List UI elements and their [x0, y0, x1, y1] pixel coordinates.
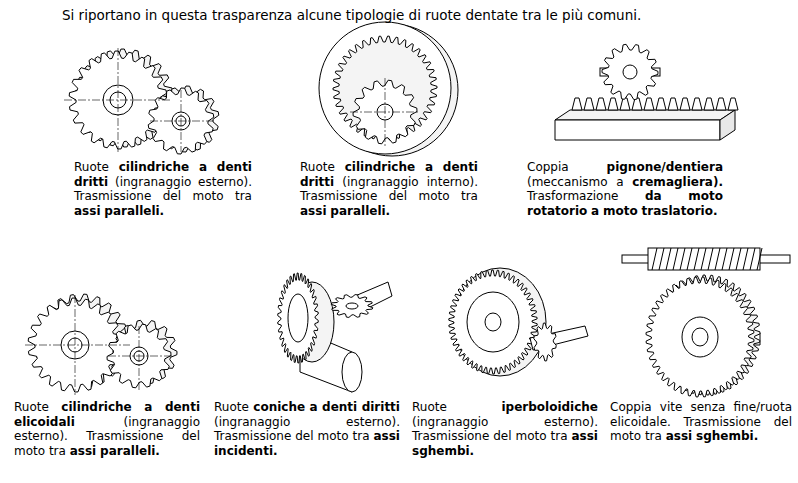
gear-edge [729, 248, 734, 270]
gear-caption: Ruote coniche a denti diritti (ingranagg… [214, 400, 400, 458]
gear-caption: Coppia pignone/dentiera (meccanismo a cr… [527, 160, 723, 218]
gear-edge [757, 248, 762, 270]
gear-body [644, 98, 654, 110]
gear-body [596, 98, 606, 110]
gear-wheel [602, 44, 658, 99]
gear-hub [485, 313, 501, 331]
gear-body [584, 98, 594, 110]
gear-caption: Ruote cilindriche a denti elicoidali (in… [14, 400, 200, 458]
gear-wheel [646, 277, 754, 397]
gear-caption: Ruote iperboloidiche (ingranaggio estern… [412, 400, 598, 458]
center-line [108, 356, 172, 357]
gear-edge [666, 248, 671, 270]
gear-caption: Coppia vite senza fine/ruota elicoidale.… [610, 400, 792, 444]
center-line [350, 112, 420, 113]
center-line [75, 295, 76, 395]
gear-body [728, 98, 738, 110]
gear-edge [715, 248, 720, 270]
gear-hub [288, 294, 308, 342]
gear-hub [682, 317, 718, 357]
center-line [25, 345, 130, 346]
gear-hub [692, 328, 708, 346]
gear-edge [694, 248, 699, 270]
gear-wheel [331, 295, 373, 318]
center-line [118, 48, 119, 152]
gear-body [608, 98, 618, 110]
gear-edge [736, 248, 741, 270]
center-line [150, 121, 214, 122]
gear-edge [680, 248, 685, 270]
gear-edge [687, 248, 692, 270]
gear-edge [750, 248, 755, 270]
gear-wheel [278, 273, 318, 363]
gear-edge [701, 248, 706, 270]
center-line [181, 90, 182, 152]
gear-edge [743, 248, 748, 270]
gear-body [555, 110, 735, 120]
gear-body [704, 98, 714, 110]
gear-edge [708, 248, 713, 270]
gear-body [572, 98, 582, 110]
gear-body [692, 98, 702, 110]
gear-hub [467, 292, 519, 352]
gear-hub [319, 22, 451, 154]
gear-hub [623, 65, 637, 79]
worm [648, 248, 760, 270]
gear-caption: Ruote cilindriche a denti dritti (ingran… [300, 160, 478, 218]
gear-edge [722, 248, 727, 270]
gear-edge [659, 248, 664, 270]
gear-body [620, 98, 630, 110]
gear-body [716, 98, 726, 110]
gear-wheel [534, 323, 556, 361]
gear-hub [346, 303, 358, 309]
center-line [139, 326, 140, 390]
gear-wheel [148, 88, 214, 154]
gear-body [668, 98, 678, 110]
page-title: Si riportano in questa trasparenza alcun… [62, 7, 641, 23]
gear-hub [342, 352, 362, 392]
gear-edge [652, 248, 657, 270]
gear-body [720, 110, 735, 140]
gear-caption: Ruote cilindriche a denti dritti (ingran… [74, 160, 252, 218]
gear-edge [673, 248, 678, 270]
gear-body [680, 98, 690, 110]
gear-body [656, 98, 666, 110]
gear-wheel [449, 270, 537, 374]
gear-body [555, 120, 720, 140]
